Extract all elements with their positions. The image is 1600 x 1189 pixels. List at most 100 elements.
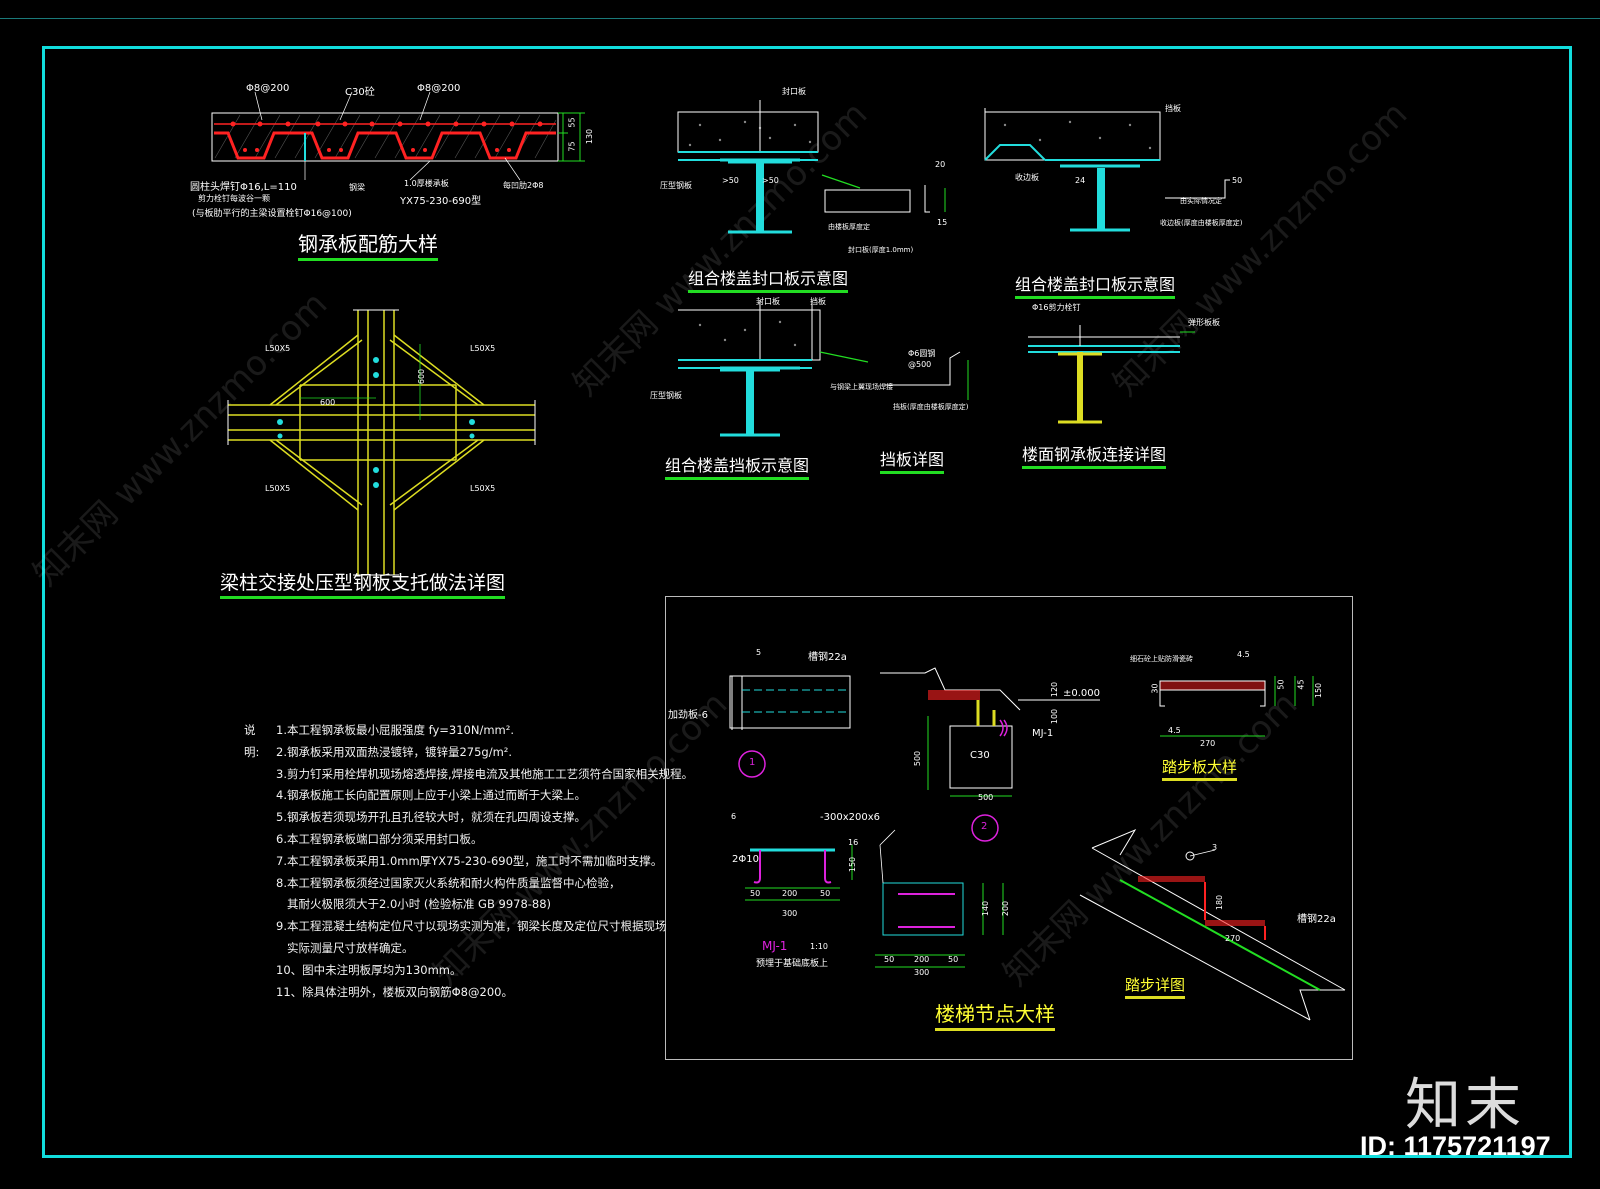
beam-column-detail (227, 309, 536, 576)
stair-detail-box (665, 596, 1353, 1060)
label-angle-br: L50X5 (470, 484, 496, 493)
title-deck-rebar: 钢承板配筋大样 (298, 228, 438, 261)
label-mj1-title: MJ-1 (762, 939, 788, 953)
label-angle-bl: L50X5 (265, 484, 291, 493)
title-stop-plate-detail: 挡板详图 (880, 446, 945, 474)
note-item: 11、除具体注明外，楼板双向钢筋Φ8@200。 (276, 984, 513, 999)
label-note3: 收边板(厚度由楼板厚度定) (1160, 219, 1243, 227)
label-deck-1: 压型钢板 (660, 181, 692, 190)
dim-50d: 50 (948, 955, 959, 964)
label-stop-2: 挡板 (810, 297, 826, 306)
dim-20: 20 (935, 160, 946, 169)
label-channel: 槽钢22a (808, 652, 847, 663)
label-elevation: ±0.000 (1063, 688, 1101, 699)
dim-180: 180 (1215, 894, 1225, 911)
label-stud-note1: 剪力栓钉每波谷一颗 (198, 194, 270, 203)
dim-15: 15 (937, 218, 948, 227)
note-item: 6.本工程钢承板端口部分须采用封口板。 (276, 831, 483, 846)
label-rebar-left: Φ8@200 (246, 83, 290, 94)
seal-plate-schematic-1 (677, 100, 946, 234)
dim-150t: 150 (1314, 682, 1324, 699)
label-deck-type: YX75-230-690型 (400, 196, 482, 207)
embed-plate-detail (875, 829, 1004, 968)
dim-150: 150 (848, 856, 858, 873)
drawing-frame (42, 46, 1572, 1158)
note-item: 8.本工程钢承板须经过国家灭火系统和耐火构件质量监督中心检验， (276, 875, 621, 890)
dim-4-5a: 4.5 (1237, 650, 1250, 659)
weld-5: 5 (756, 648, 762, 657)
dim-45: 45 (1296, 679, 1306, 690)
title-tread-plate: 踏步板大样 (1162, 756, 1238, 781)
label-stiffener: 加劲板-6 (668, 710, 708, 721)
dim-200v: 200 (1001, 900, 1011, 917)
note-item: 4.钢承板施工长向配置原则上应于小梁上通过而断于大梁上。 (276, 788, 586, 803)
stop-plate-schematic (678, 300, 969, 437)
label-seal-plate: 封口板 (782, 87, 806, 96)
dim-24: 24 (1075, 176, 1086, 185)
label-stud-2: Φ16剪力栓钉 (1032, 303, 1081, 312)
dim-200b: 200 (914, 955, 930, 964)
label-scale: 1:10 (810, 942, 828, 951)
label-concrete: C30砼 (345, 87, 375, 98)
label-stud-note2: (与板肋平行的主梁设置栓钉Φ16@100) (192, 209, 352, 219)
dim-50b: 50 (820, 889, 831, 898)
label-rebar-6: Φ6圆钢 (908, 349, 936, 358)
dim-500-h: 500 (978, 793, 994, 802)
dim-130: 130 (585, 128, 595, 145)
note-item: 其耐火极限须大于2.0小时 (检验标准 GB 9978-88) (276, 897, 552, 912)
node-2: 2 (981, 821, 988, 832)
label-plate-note: 挡板(厚度由楼板厚度定) (893, 403, 969, 411)
label-tread-note: 细石砼上贴防滑瓷砖 (1130, 655, 1193, 663)
stair-node-1 (729, 675, 851, 778)
note-item: 10、图中未注明板厚均为130mm。 (276, 962, 462, 977)
label-c30: C30 (970, 750, 990, 761)
weld-3: 3 (1212, 843, 1218, 852)
label-deck: 1.0厚楼承板 (404, 179, 449, 188)
label-embed: 预埋于基础底板上 (756, 959, 829, 969)
dim-120: 120 (1050, 681, 1060, 698)
sheet-border-top (0, 18, 1600, 19)
label-plate-size: -300x200x6 (820, 812, 880, 823)
dim-270: 270 (1200, 739, 1216, 748)
dim-500-v: 500 (913, 750, 923, 767)
label-spacing: @500 (908, 360, 932, 369)
dim-50a: 50 (750, 889, 761, 898)
dim-600-v: 600 (417, 368, 427, 385)
label-seal-plate-2: 封口板 (756, 297, 780, 306)
dim-50c: 50 (884, 955, 895, 964)
label-rib-rebar: 每凹肋2Φ8 (503, 181, 544, 190)
dim-75: 75 (567, 141, 577, 152)
dim-140: 140 (981, 900, 991, 917)
seal-plate-schematic-2 (984, 108, 1230, 232)
label-plate-len: 由楼板厚度定 (828, 223, 870, 231)
asset-id: ID: 1175721197 (1360, 1131, 1551, 1161)
dim-gt50-a: >50 (722, 176, 739, 185)
label-note2: 由实际情况定 (1180, 197, 1222, 205)
mj1-detail (745, 845, 853, 901)
label-angle-tl: L50X5 (265, 344, 291, 353)
weld-6: 6 (731, 812, 737, 821)
title-stop-plate-schem: 组合楼盖挡板示意图 (665, 452, 810, 480)
note-item: 1.本工程钢承板最小屈服强度 fy=310N/mm². (276, 723, 515, 737)
title-seal-plate-1: 组合楼盖封口板示意图 (688, 265, 849, 293)
title-deck-connect: 楼面钢承板连接详图 (1022, 441, 1167, 469)
label-deck-3: 压型钢板 (650, 391, 682, 400)
title-seal-plate-2: 组合楼盖封口板示意图 (1015, 271, 1176, 299)
title-tread-detail: 踏步详图 (1125, 974, 1186, 999)
deck-rebar-detail (211, 91, 585, 181)
znzmo-logo: 知末 (1405, 1073, 1525, 1138)
label-rebar-2phi10: 2Φ10 (732, 854, 759, 865)
title-stair-node: 楼梯节点大样 (935, 998, 1055, 1031)
stair-node-2 (880, 667, 1100, 842)
label-angle-tr: L50X5 (470, 344, 496, 353)
note-item: 3.剪力钉采用栓焊机现场熔透焊接,焊接电流及其他施工工艺须符合国家相关规程。 (276, 766, 694, 781)
node-1: 1 (749, 757, 756, 768)
deck-connection-detail (1028, 325, 1195, 424)
note-item: 9.本工程混凝土结构定位尺寸以现场实测为准，钢梁长度及定位尺寸根据现场 (276, 919, 667, 934)
tread-plate-detail (1159, 676, 1314, 737)
dim-270b: 270 (1225, 934, 1241, 943)
label-weld-note: 与钢梁上翼现场焊接 (830, 383, 893, 391)
dim-50-seal: 50 (1232, 176, 1243, 185)
note-item: 2.钢承板采用双面热浸镀锌，镀锌量275g/m². (276, 744, 513, 759)
